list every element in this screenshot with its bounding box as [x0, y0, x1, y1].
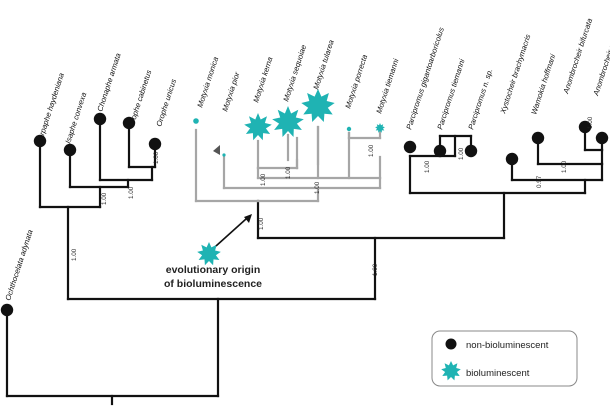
- bioluminescent-marker-icon: [272, 106, 304, 137]
- non-bioluminescent-marker-icon: [122, 116, 136, 130]
- non-bioluminescent-marker-icon: [595, 131, 609, 145]
- support-value: 1.00: [128, 186, 135, 199]
- non-bioluminescent-marker-icon: [403, 140, 417, 154]
- non-bioluminescent-marker-icon: [93, 112, 107, 126]
- non-bioluminescent-marker-icon: [464, 144, 478, 158]
- taxon-label: Orophe cabinetus: [126, 69, 153, 129]
- taxon-label: Motyxia tiemanni: [374, 57, 400, 114]
- taxon-label: Motyxia pior: [220, 70, 241, 112]
- bioluminescent-marker-icon: [375, 123, 385, 133]
- bioluminescent-marker-icon: [441, 361, 461, 381]
- support-value: 1.00: [372, 263, 379, 276]
- tip-markers: [0, 89, 609, 317]
- taxon-label: Motyxia porrecta: [343, 53, 369, 109]
- taxon-label: Harpaphe haydeniana: [34, 72, 66, 146]
- taxon-label: Motyxia sequoiae: [281, 44, 308, 103]
- support-value: 1.00: [285, 166, 292, 179]
- taxon-label: Anombrocheir spinosa: [591, 22, 610, 98]
- support-value: 1.00: [561, 160, 568, 173]
- non-bioluminescent-marker-icon: [148, 137, 162, 151]
- non-bioluminescent-marker-icon: [578, 120, 592, 134]
- taxon-label: Isaphe convexa: [63, 91, 88, 144]
- annotation-line-1: evolutionary origin: [166, 264, 261, 276]
- bioluminescent-marker-icon: [197, 242, 221, 266]
- support-value: 1.00: [71, 248, 78, 261]
- support-value: 1.00: [258, 217, 265, 230]
- non-bioluminescent-marker-icon: [531, 131, 545, 145]
- non-bioluminescent-marker-icon: [33, 134, 47, 148]
- taxon-label: Parcipromus n. sp.: [466, 68, 494, 131]
- support-value: 1.00: [101, 192, 108, 205]
- legend-box: [431, 330, 578, 387]
- legend-bioluminescent: bioluminescent: [466, 368, 530, 379]
- support-value: 1.00: [153, 151, 160, 164]
- support-values: 1.00 1.00 1.00 1.00 1.00 1.00 1.00 1.00 …: [71, 116, 594, 276]
- taxon-label: Motyxia tularea: [311, 39, 335, 91]
- taxon-label: Ochthocelata adynata: [3, 229, 34, 302]
- arrow-head-icon: [244, 214, 252, 223]
- support-value: 1.00: [424, 160, 431, 173]
- support-value: 1.00: [458, 147, 465, 160]
- non-bioluminescent-marker-icon: [433, 144, 447, 158]
- annotation-line-2: of bioluminescence: [164, 278, 262, 290]
- legend-non-bioluminescent: non-bioluminescent: [466, 340, 549, 351]
- taxon-label: Wamokia hoffmani: [529, 53, 557, 116]
- bioluminescent-marker-icon: [222, 153, 226, 157]
- bioluminescent-marker-icon: [346, 126, 352, 132]
- non-bioluminescent-marker-icon: [445, 338, 457, 350]
- taxon-label: Anombrocheir bifurcata: [561, 17, 594, 95]
- non-bioluminescent-marker-icon: [505, 152, 519, 166]
- support-value: 1.00: [314, 181, 321, 194]
- taxon-label: Parcipromus tiemanni: [435, 58, 466, 131]
- taxon-label: Orophe unicus: [154, 78, 178, 128]
- support-value: 1.00: [368, 144, 375, 157]
- bioluminescent-marker-icon: [193, 118, 199, 124]
- support-value: 1.00: [260, 173, 267, 186]
- taxon-labels: Ochthocelata adynata Harpaphe haydeniana…: [3, 17, 610, 301]
- bioluminescent-marker-icon: [244, 113, 272, 141]
- triangle-marker-icon: [213, 145, 220, 155]
- legend: non-bioluminescent bioluminescent: [431, 330, 578, 387]
- taxon-label: Chonaphe armata: [95, 52, 122, 113]
- bioluminescence-origin-annotation: evolutionary origin of bioluminescence: [164, 214, 262, 290]
- taxon-label: Motyxia monica: [195, 56, 220, 109]
- non-bioluminescent-marker-icon: [0, 303, 14, 317]
- non-bioluminescent-marker-icon: [63, 143, 77, 157]
- taxon-label: Motyxia kerna: [251, 56, 274, 104]
- taxon-label: Xystocheir brachymacris: [498, 33, 532, 116]
- support-value: 1.00: [587, 116, 594, 129]
- bioluminescent-marker-icon: [301, 89, 335, 122]
- support-value: 0.97: [536, 175, 543, 188]
